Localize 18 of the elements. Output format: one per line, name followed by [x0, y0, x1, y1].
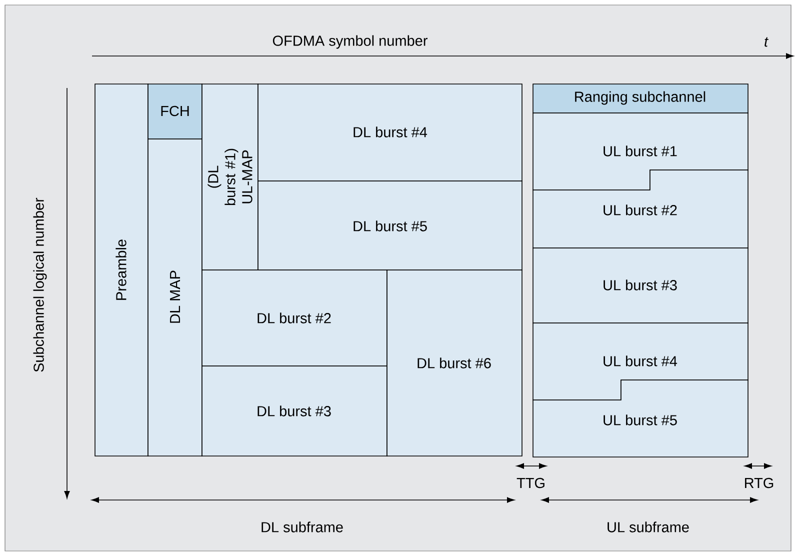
axis-label: Subchannel logical number	[33, 198, 47, 372]
burst-box: DL MAP	[148, 138, 202, 456]
header-box: Ranging subchannel	[532, 84, 748, 114]
header-box: FCH	[148, 84, 202, 140]
burst-box: UL burst #2	[532, 170, 748, 248]
burst-box: DL burst #2	[202, 270, 388, 366]
burst-box: Preamble	[94, 84, 148, 456]
burst-box: UL burst #4	[532, 322, 748, 400]
axis-label: OFDMA symbol number	[272, 35, 428, 49]
burst-box: (DL burst #1) UL-MAP	[202, 84, 258, 270]
burst-box: DL burst #6	[386, 270, 522, 456]
burst-box: DL burst #3	[202, 366, 388, 456]
axis-label: t	[764, 37, 769, 47]
dimension-label: UL subframe	[608, 522, 689, 532]
dimension-label: DL subframe	[262, 522, 343, 532]
dimension-label: TTG	[516, 478, 544, 488]
dimension-label: RTG	[745, 478, 774, 488]
burst-box: UL burst #3	[532, 248, 748, 324]
